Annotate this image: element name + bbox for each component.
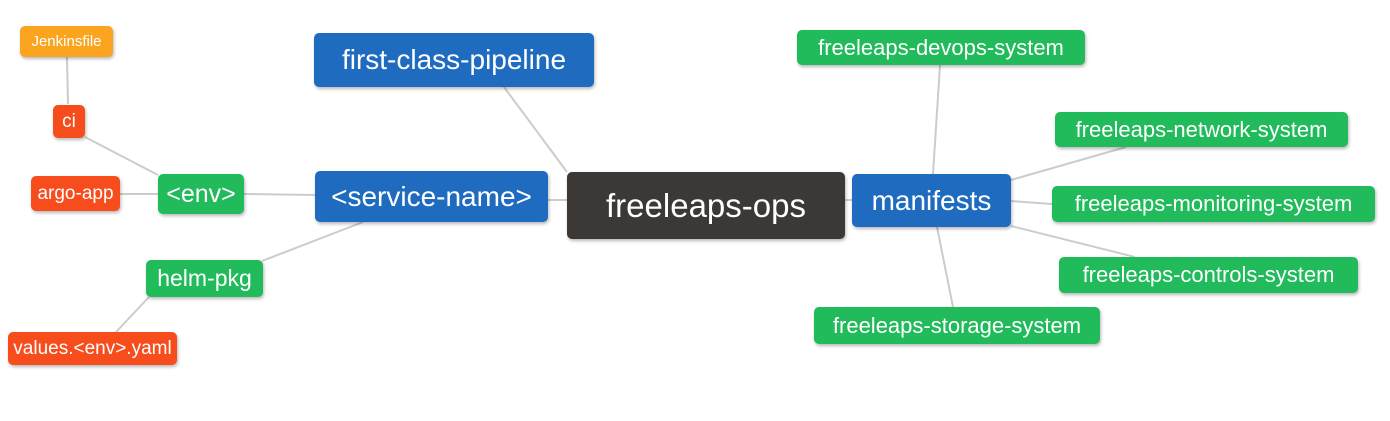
node-env[interactable]: <env> bbox=[158, 174, 244, 214]
edge-manifests-devops-system bbox=[932, 64, 941, 175]
edge-service-name-helm-pkg bbox=[261, 221, 364, 262]
node-freeleaps-ops[interactable]: freeleaps-ops bbox=[567, 172, 845, 239]
edge-env-service-name bbox=[243, 193, 316, 196]
node-argo-app[interactable]: argo-app bbox=[31, 176, 120, 211]
edge-ci-env bbox=[84, 136, 159, 176]
edge-manifests-monitoring-system bbox=[1010, 200, 1053, 205]
node-freeleaps-devops-system[interactable]: freeleaps-devops-system bbox=[797, 30, 1085, 65]
edge-manifests-storage-system bbox=[936, 226, 954, 308]
edge-helm-pkg-values-env-yaml bbox=[115, 296, 150, 333]
node-first-class-pipeline[interactable]: first-class-pipeline bbox=[314, 33, 594, 87]
node-service-name[interactable]: <service-name> bbox=[315, 171, 548, 222]
edge-jenkinsfile-ci bbox=[66, 56, 69, 105]
node-manifests[interactable]: manifests bbox=[852, 174, 1011, 227]
node-helm-pkg[interactable]: helm-pkg bbox=[146, 260, 263, 297]
node-freeleaps-network-system[interactable]: freeleaps-network-system bbox=[1055, 112, 1348, 147]
edge-manifests-controls-system bbox=[1010, 225, 1136, 258]
node-freeleaps-storage-system[interactable]: freeleaps-storage-system bbox=[814, 307, 1100, 344]
node-ci[interactable]: ci bbox=[53, 105, 85, 138]
node-values-env-yaml[interactable]: values.<env>.yaml bbox=[8, 332, 177, 365]
edge-first-class-pipeline-ops bbox=[503, 86, 568, 173]
node-freeleaps-monitoring-system[interactable]: freeleaps-monitoring-system bbox=[1052, 186, 1375, 222]
edge-manifests-network-system bbox=[1010, 146, 1127, 181]
node-freeleaps-controls-system[interactable]: freeleaps-controls-system bbox=[1059, 257, 1358, 293]
node-jenkinsfile[interactable]: Jenkinsfile bbox=[20, 26, 113, 57]
